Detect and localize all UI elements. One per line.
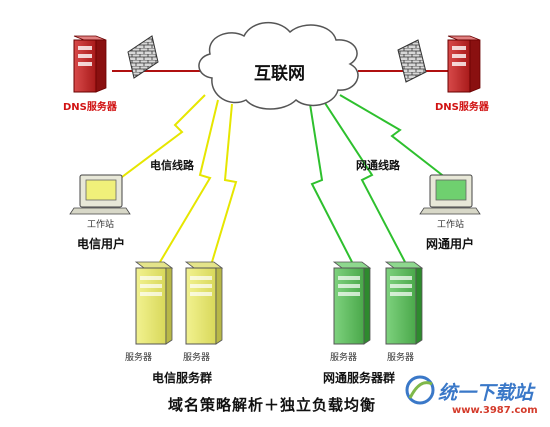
- firewall-right-icon: [397, 39, 427, 83]
- dns-server-right-label: DNS服务器: [435, 102, 489, 113]
- telecom-server-2-icon: [184, 261, 224, 345]
- netcom-route-label: 网通线路: [356, 159, 400, 172]
- internet-cloud: [198, 22, 359, 110]
- netcom-server-2-icon: [384, 261, 424, 345]
- telecom-lines: [117, 94, 238, 263]
- telecom-server-2-label: 服务器: [183, 353, 211, 363]
- watermark-text: 统一下载站: [438, 382, 534, 404]
- netcom-server-1-icon: [332, 261, 372, 345]
- watermark-url: www.3987.com: [452, 405, 538, 416]
- netcom-server-2-label: 服务器: [387, 353, 415, 363]
- watermark-logo-icon: [405, 375, 435, 405]
- netcom-workstation-icon: [419, 174, 481, 215]
- dns-server-left-icon: [73, 35, 107, 93]
- telecom-workstation-icon: [69, 174, 131, 215]
- internet-label: 互联网: [254, 64, 305, 84]
- telecom-user-label: 电信用户: [77, 237, 126, 251]
- telecom-route-label: 电信线路: [150, 159, 194, 172]
- netcom-user-label: 网通用户: [426, 237, 475, 251]
- dns-server-right-icon: [447, 35, 481, 93]
- netcom-lines: [309, 94, 447, 263]
- telecom-group-label: 电信服务群: [152, 371, 213, 385]
- firewall-left-icon: [127, 35, 159, 79]
- telecom-workstation-label: 工作站: [87, 220, 115, 230]
- netcom-workstation-label: 工作站: [437, 220, 465, 230]
- telecom-server-1-icon: [134, 261, 174, 345]
- netcom-group-label: 网通服务器群: [323, 371, 396, 385]
- netcom-server-1-label: 服务器: [330, 353, 358, 363]
- diagram-title: 域名策略解析＋独立负载均衡: [168, 396, 377, 414]
- telecom-server-1-label: 服务器: [125, 353, 153, 363]
- dns-server-left-label: DNS服务器: [63, 102, 117, 113]
